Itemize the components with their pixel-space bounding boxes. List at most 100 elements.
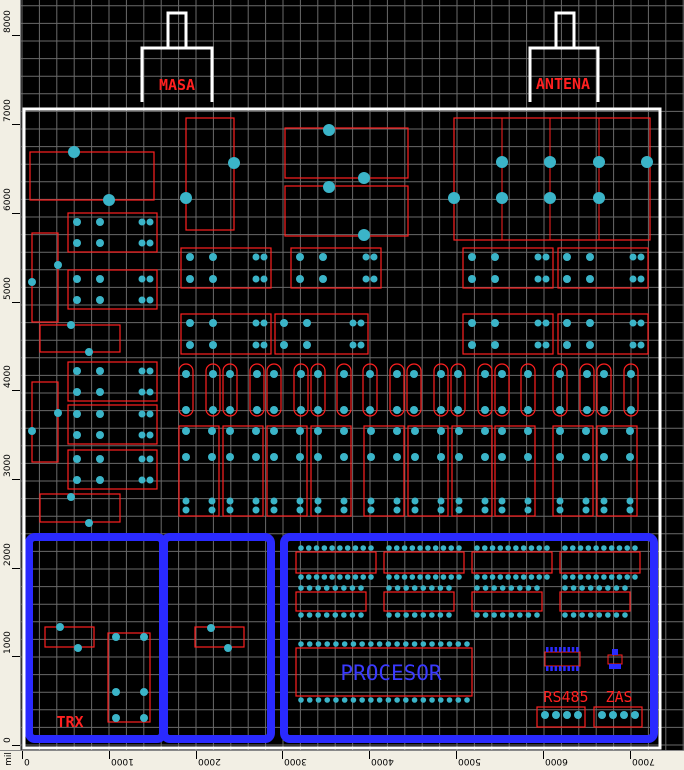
pad (73, 296, 81, 304)
pad (420, 612, 427, 618)
pad (629, 275, 637, 283)
relay-outline (557, 247, 649, 289)
board-outline (22, 11, 662, 750)
pad (146, 275, 154, 283)
pad (562, 612, 568, 618)
pad (315, 612, 321, 618)
pad (297, 406, 305, 414)
component-outline (185, 117, 235, 231)
pad (366, 406, 374, 414)
ruler-tick (12, 301, 20, 303)
component-outline (31, 381, 59, 463)
pad (138, 455, 146, 463)
pad (622, 612, 628, 618)
pad (324, 697, 331, 703)
ruler-tick (12, 212, 20, 214)
ruler-y-label: 0 (3, 737, 13, 743)
pad (146, 410, 154, 418)
pad (73, 367, 81, 375)
pad (411, 641, 418, 647)
ruler-tick (12, 390, 20, 392)
pad (209, 319, 217, 327)
pad (186, 341, 194, 349)
pad (146, 296, 154, 304)
pad (403, 641, 409, 647)
pad (138, 476, 146, 484)
pad (605, 585, 611, 591)
pad (534, 341, 542, 349)
pad (209, 341, 217, 349)
pad (306, 585, 313, 591)
pad (432, 545, 439, 551)
pad (138, 275, 146, 283)
pad (482, 612, 489, 618)
pad (481, 545, 488, 551)
pad (583, 370, 591, 378)
pad (393, 545, 400, 551)
ruler-tick (12, 745, 20, 746)
pad (569, 574, 576, 580)
pad (536, 574, 543, 580)
pad (508, 585, 515, 591)
ruler-tick (629, 751, 631, 759)
pad (600, 453, 608, 461)
pad (366, 370, 374, 378)
pad (520, 545, 527, 551)
pad (582, 453, 590, 461)
pad (393, 370, 401, 378)
ruler-tick (542, 751, 544, 759)
capacitor-outline (406, 363, 422, 417)
pad (68, 146, 80, 158)
smd-pad (571, 666, 575, 671)
pad (524, 427, 532, 435)
pad (579, 585, 585, 591)
pad (482, 585, 489, 591)
pad (349, 585, 356, 591)
pad (586, 275, 594, 283)
pad (146, 367, 154, 375)
pad (626, 453, 634, 461)
pad (340, 406, 348, 414)
ic-outline (383, 591, 455, 612)
pad (481, 506, 489, 514)
pad (349, 319, 357, 327)
ic-outline (559, 591, 631, 612)
pad (340, 506, 348, 514)
ruler-y-label: 1000 (3, 631, 13, 655)
pad (73, 431, 81, 439)
pad (637, 341, 645, 349)
pad (525, 585, 532, 591)
pad (528, 574, 535, 580)
pad (437, 585, 444, 591)
pad (303, 319, 311, 327)
pad (491, 341, 499, 349)
pad (260, 319, 268, 327)
pad (455, 697, 462, 703)
pad (332, 612, 339, 618)
pad (411, 585, 418, 591)
pad (437, 370, 445, 378)
pad (208, 497, 216, 505)
pad (333, 641, 339, 647)
pad (314, 506, 322, 514)
pad (524, 497, 532, 505)
ruler-x-label: 1000 (110, 756, 134, 766)
ruler-tick (12, 124, 20, 126)
pad (569, 545, 576, 551)
component-outline (107, 632, 151, 723)
pad (499, 585, 506, 591)
pad (321, 545, 328, 551)
pad (609, 711, 617, 719)
pad (425, 574, 431, 580)
pad (491, 319, 499, 327)
pad (260, 341, 268, 349)
ruler-x-label: 6000 (544, 756, 568, 766)
pad (315, 697, 322, 703)
pad (556, 453, 564, 461)
ruler-x-label: 3000 (284, 756, 308, 766)
smd-pad (550, 647, 553, 652)
pad (208, 506, 216, 514)
capacitor-outline (433, 363, 449, 417)
